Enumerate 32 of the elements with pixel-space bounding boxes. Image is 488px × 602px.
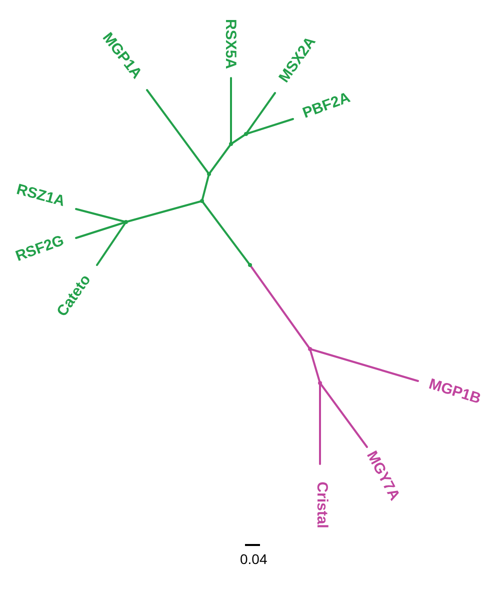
- branch-point: [200, 199, 204, 203]
- scale-label: 0.04: [240, 552, 268, 567]
- tree-branch: [319, 382, 368, 448]
- tree-branch: [125, 200, 203, 223]
- branch-point: [229, 142, 233, 146]
- tree-branch: [96, 221, 127, 266]
- tree-branch: [245, 92, 276, 135]
- tree-branch: [75, 208, 127, 223]
- taxon-label: RSF2G: [14, 232, 66, 266]
- branch-point: [244, 132, 248, 136]
- branch-point: [248, 263, 252, 267]
- tree-branch: [319, 382, 321, 465]
- tree-branch: [208, 143, 232, 175]
- taxon-label: MGP1B: [426, 376, 482, 408]
- tree-branch: [146, 89, 210, 175]
- tree-branch: [249, 264, 311, 350]
- tree-branch: [75, 221, 127, 239]
- tree-branch: [245, 118, 294, 135]
- tree-branch: [201, 173, 210, 202]
- branch-point: [318, 381, 322, 385]
- branch-point: [308, 347, 312, 351]
- tree-branch: [230, 133, 247, 145]
- tree-branch: [230, 77, 232, 145]
- taxon-label: Cristal: [312, 482, 329, 528]
- tree-branch: [201, 200, 251, 266]
- taxon-label: RSZ1A: [14, 182, 66, 210]
- tree-branch: [309, 348, 321, 384]
- branch-point: [207, 172, 211, 176]
- tree-branch: [309, 348, 419, 382]
- branch-point: [124, 220, 128, 224]
- taxon-label: PBF2A: [300, 90, 352, 122]
- taxon-label: RSX5A: [222, 18, 238, 70]
